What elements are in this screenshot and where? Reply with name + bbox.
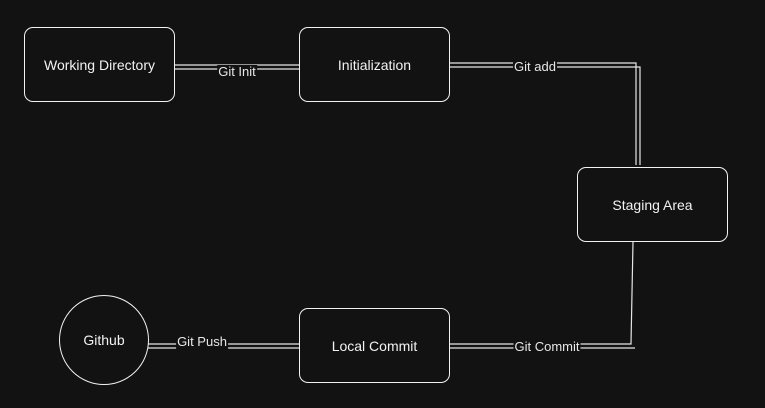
connector-git-add — [450, 62, 637, 165]
node-working-directory[interactable]: Working Directory — [24, 27, 175, 102]
node-initialization[interactable]: Initialization — [299, 27, 450, 102]
node-local-commit-label: Local Commit — [331, 337, 418, 354]
node-local-commit[interactable]: Local Commit — [299, 308, 450, 383]
edge-label-git-commit: Git Commit — [513, 339, 581, 354]
node-working-directory-label: Working Directory — [44, 56, 155, 73]
edge-label-git-push: Git Push — [176, 334, 228, 349]
node-initialization-label: Initialization — [337, 56, 412, 73]
edge-label-git-init: Git Init — [217, 64, 257, 79]
connector-git-commit — [450, 241, 634, 345]
node-github[interactable]: Github — [59, 295, 149, 385]
edge-label-git-add: Git add — [513, 59, 557, 74]
node-github-label: Github — [83, 332, 125, 348]
node-staging-area-label: Staging Area — [612, 196, 693, 213]
node-staging-area[interactable]: Staging Area — [577, 167, 728, 242]
